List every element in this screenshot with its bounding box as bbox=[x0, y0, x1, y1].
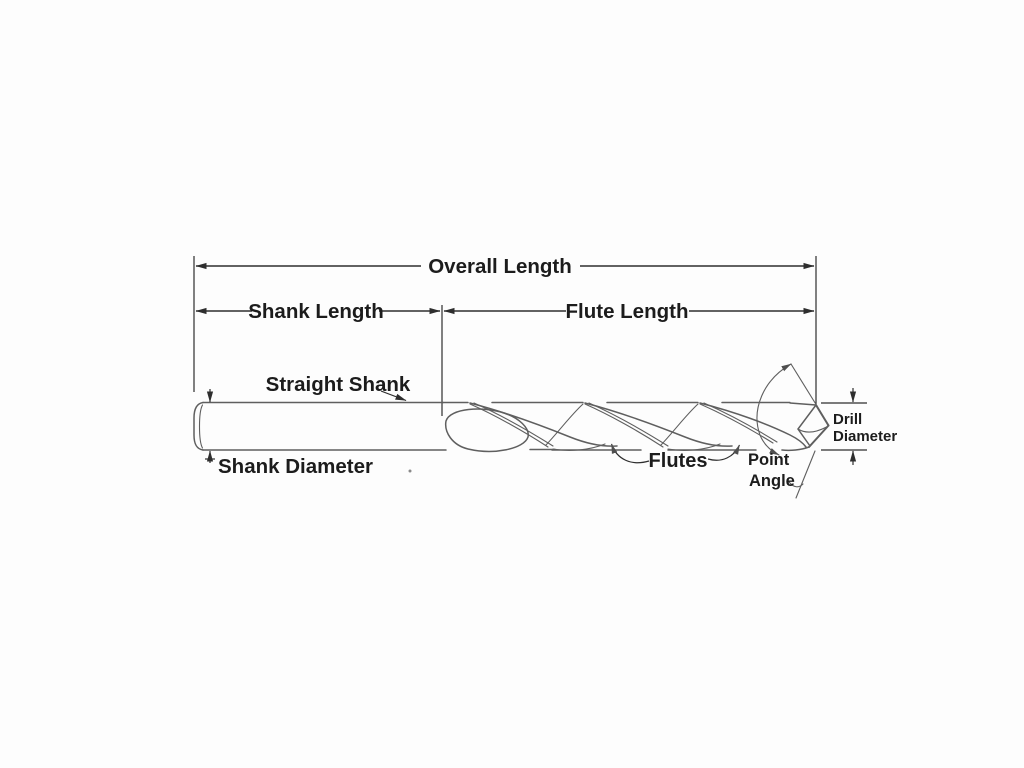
tip-chisel-edge bbox=[797, 404, 817, 447]
tip-facet-line bbox=[797, 426, 828, 433]
flute-length-label: Flute Length bbox=[566, 300, 689, 323]
flutes-leader-right bbox=[707, 444, 741, 461]
shank-diameter-label: Shank Diameter bbox=[218, 455, 373, 478]
flute-length-dimension: Flute Length bbox=[443, 300, 815, 323]
overall-length-dimension: Overall Length bbox=[195, 255, 815, 278]
flute-helix-curve bbox=[545, 403, 584, 446]
point-angle-leader bbox=[788, 481, 804, 488]
point-angle-callout: Point Angle bbox=[748, 363, 818, 499]
straight-shank-callout: Straight Shank bbox=[266, 373, 411, 402]
point-angle-arc bbox=[756, 363, 792, 456]
drill-diameter-label-line1: Drill bbox=[833, 411, 862, 428]
point-angle-label-line1: Point bbox=[748, 451, 790, 469]
flutes-label: Flutes bbox=[649, 450, 708, 472]
drill-bit-drawing bbox=[193, 401, 830, 453]
shank-diameter-callout: Shank Diameter bbox=[205, 389, 373, 478]
straight-shank-leader bbox=[380, 390, 407, 402]
stray-dot bbox=[408, 469, 412, 473]
tip-upper-edge bbox=[815, 404, 830, 427]
extension-lines bbox=[193, 256, 817, 416]
flute-land-edge bbox=[469, 402, 554, 448]
flutes-callout: Flutes bbox=[610, 443, 741, 472]
shank-outline bbox=[193, 401, 447, 451]
flute-runout-scoop bbox=[444, 408, 529, 453]
flute-helix-curve bbox=[552, 443, 606, 451]
shank-left-cap bbox=[193, 401, 204, 451]
straight-shank-label: Straight Shank bbox=[266, 373, 411, 396]
point-angle-label-line2: Angle bbox=[749, 472, 795, 490]
flute-land-edge bbox=[699, 402, 778, 444]
point-angle-extension-upper bbox=[790, 363, 818, 407]
flutes-leader-left bbox=[610, 443, 650, 464]
drill-diameter-label-line2: Diameter bbox=[833, 428, 897, 445]
shank-left-cap-inner-line bbox=[198, 404, 204, 449]
flute-top-edge bbox=[442, 401, 817, 406]
flute-helix-curve bbox=[660, 403, 699, 446]
drill-diameter-callout: Drill Diameter bbox=[821, 388, 897, 465]
flute-groove-curve bbox=[699, 402, 807, 448]
flute-spirals bbox=[442, 401, 817, 453]
flute-bottom-edge bbox=[529, 446, 810, 452]
point-angle-extension-lower bbox=[795, 450, 816, 499]
shank-length-label: Shank Length bbox=[248, 300, 384, 323]
drill-tip bbox=[797, 404, 830, 448]
overall-length-label: Overall Length bbox=[428, 255, 572, 278]
tip-lower-edge bbox=[808, 424, 830, 448]
flute-land-edge bbox=[584, 402, 669, 448]
flute-helix-curve bbox=[667, 443, 721, 451]
shank-length-dimension: Shank Length bbox=[195, 300, 441, 323]
